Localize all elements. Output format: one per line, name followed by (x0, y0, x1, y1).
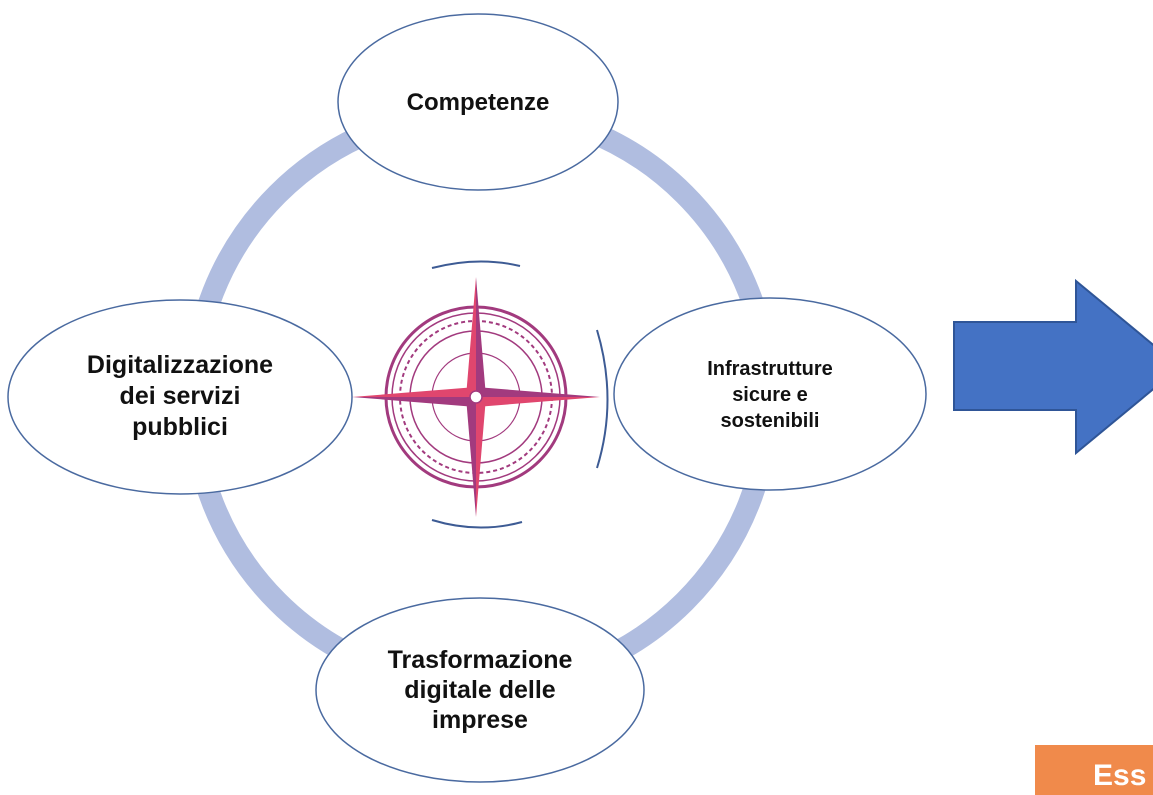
node-trasformazione-label-line2: digitale delle (404, 676, 556, 704)
node-infrastrutture: Infrastrutture sicure e sostenibili (613, 297, 927, 491)
node-trasformazione: Trasformazione digitale delle imprese (315, 597, 645, 783)
node-trasformazione-label-line3: imprese (432, 706, 528, 734)
node-digitalizzazione: Digitalizzazione dei servizi pubblici (7, 299, 353, 495)
node-digitalizzazione-label-line1: Digitalizzazione (87, 351, 273, 379)
banner-text: Ess (1093, 759, 1147, 792)
node-infrastrutture-label-line2: sicure e (732, 384, 808, 406)
arrow-right-icon (953, 278, 1153, 456)
node-trasformazione-label-line1: Trasformazione (388, 646, 573, 674)
node-infrastrutture-label-line1: Infrastrutture (707, 358, 833, 380)
node-infrastrutture-label-line3: sostenibili (721, 410, 820, 432)
node-digitalizzazione-label-line2: dei servizi (120, 382, 241, 410)
node-competenze-label: Competenze (407, 89, 550, 116)
compass-rose-icon (340, 255, 612, 529)
cut-off-banner: Ess (1035, 745, 1153, 795)
node-digitalizzazione-label-line3: pubblici (132, 413, 228, 441)
node-competenze: Competenze (337, 13, 619, 191)
